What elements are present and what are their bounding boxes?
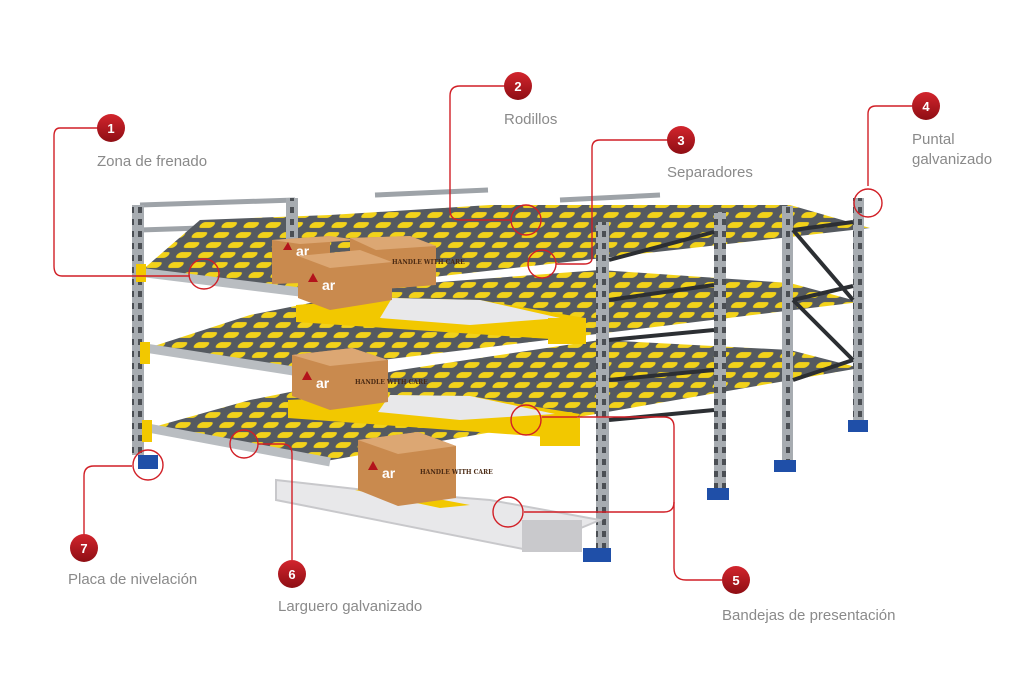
callout-2: 2 Rodillos	[504, 72, 557, 128]
callout-5: 5 Bandejas de presentación	[722, 566, 895, 624]
rack-structure	[132, 187, 870, 562]
callout-5-highlight-a	[510, 404, 542, 436]
box-5: ar HANDLE WITH CARE	[358, 432, 493, 506]
callout-badge	[722, 566, 750, 594]
callout-2-highlight	[510, 204, 542, 236]
callout-label: Bandejas de presentación	[722, 607, 895, 624]
callout-badge	[667, 126, 695, 154]
callout-1-highlight	[188, 258, 220, 290]
svg-text:ar: ar	[322, 277, 336, 293]
svg-text:ar: ar	[296, 243, 310, 259]
svg-text:HANDLE WITH CARE: HANDLE WITH CARE	[420, 469, 493, 476]
callout-label: Puntal	[912, 131, 955, 148]
svg-text:2: 2	[514, 79, 521, 94]
svg-text:ar: ar	[382, 465, 396, 481]
callout-4-highlight	[853, 188, 883, 218]
svg-text:3: 3	[677, 133, 684, 148]
callout-7-highlight	[132, 449, 164, 481]
presentation-tray-middle	[288, 395, 580, 446]
callout-badge	[70, 534, 98, 562]
callout-6: 6 Larguero galvanizado	[278, 560, 422, 615]
box-4: ar HANDLE WITH CARE	[292, 348, 428, 410]
callout-label-line2: galvanizado	[912, 151, 992, 168]
callout-6-highlight	[229, 429, 259, 459]
roller-deck-lower	[150, 340, 860, 462]
svg-text:HANDLE WITH CARE: HANDLE WITH CARE	[355, 379, 428, 386]
presentation-tray-upper	[296, 298, 586, 344]
svg-text:1: 1	[107, 121, 114, 136]
callout-5-highlight-b	[492, 496, 524, 528]
svg-text:6: 6	[288, 567, 295, 582]
svg-text:7: 7	[80, 541, 87, 556]
callout-4: 4 Puntal galvanizado	[912, 92, 992, 168]
callout-1: 1 Zona de frenado	[97, 114, 207, 170]
svg-text:HANDLE WITH CARE: HANDLE WITH CARE	[392, 259, 465, 266]
callout-label: Larguero galvanizado	[278, 598, 422, 615]
box-3: ar	[298, 250, 392, 310]
callout-badge	[912, 92, 940, 120]
callout-badge	[504, 72, 532, 100]
callout-label: Zona de frenado	[97, 153, 207, 170]
callout-3: 3 Separadores	[667, 126, 753, 181]
callout-label: Rodillos	[504, 111, 557, 128]
svg-text:5: 5	[732, 573, 739, 588]
base-plate	[138, 455, 158, 469]
cardboard-boxes: ar HANDLE WITH CARE ar ar HANDLE WITH CA…	[272, 236, 493, 506]
callout-7: 7 Placa de nivelación	[68, 534, 197, 588]
callout-3-highlight	[527, 249, 557, 279]
svg-text:ar: ar	[316, 375, 330, 391]
callout-label: Separadores	[667, 164, 753, 181]
svg-text:4: 4	[922, 99, 930, 114]
callout-label: Placa de nivelación	[68, 571, 197, 588]
callout-badge	[278, 560, 306, 588]
callout-leaders	[53, 85, 912, 581]
callout-badge	[97, 114, 125, 142]
